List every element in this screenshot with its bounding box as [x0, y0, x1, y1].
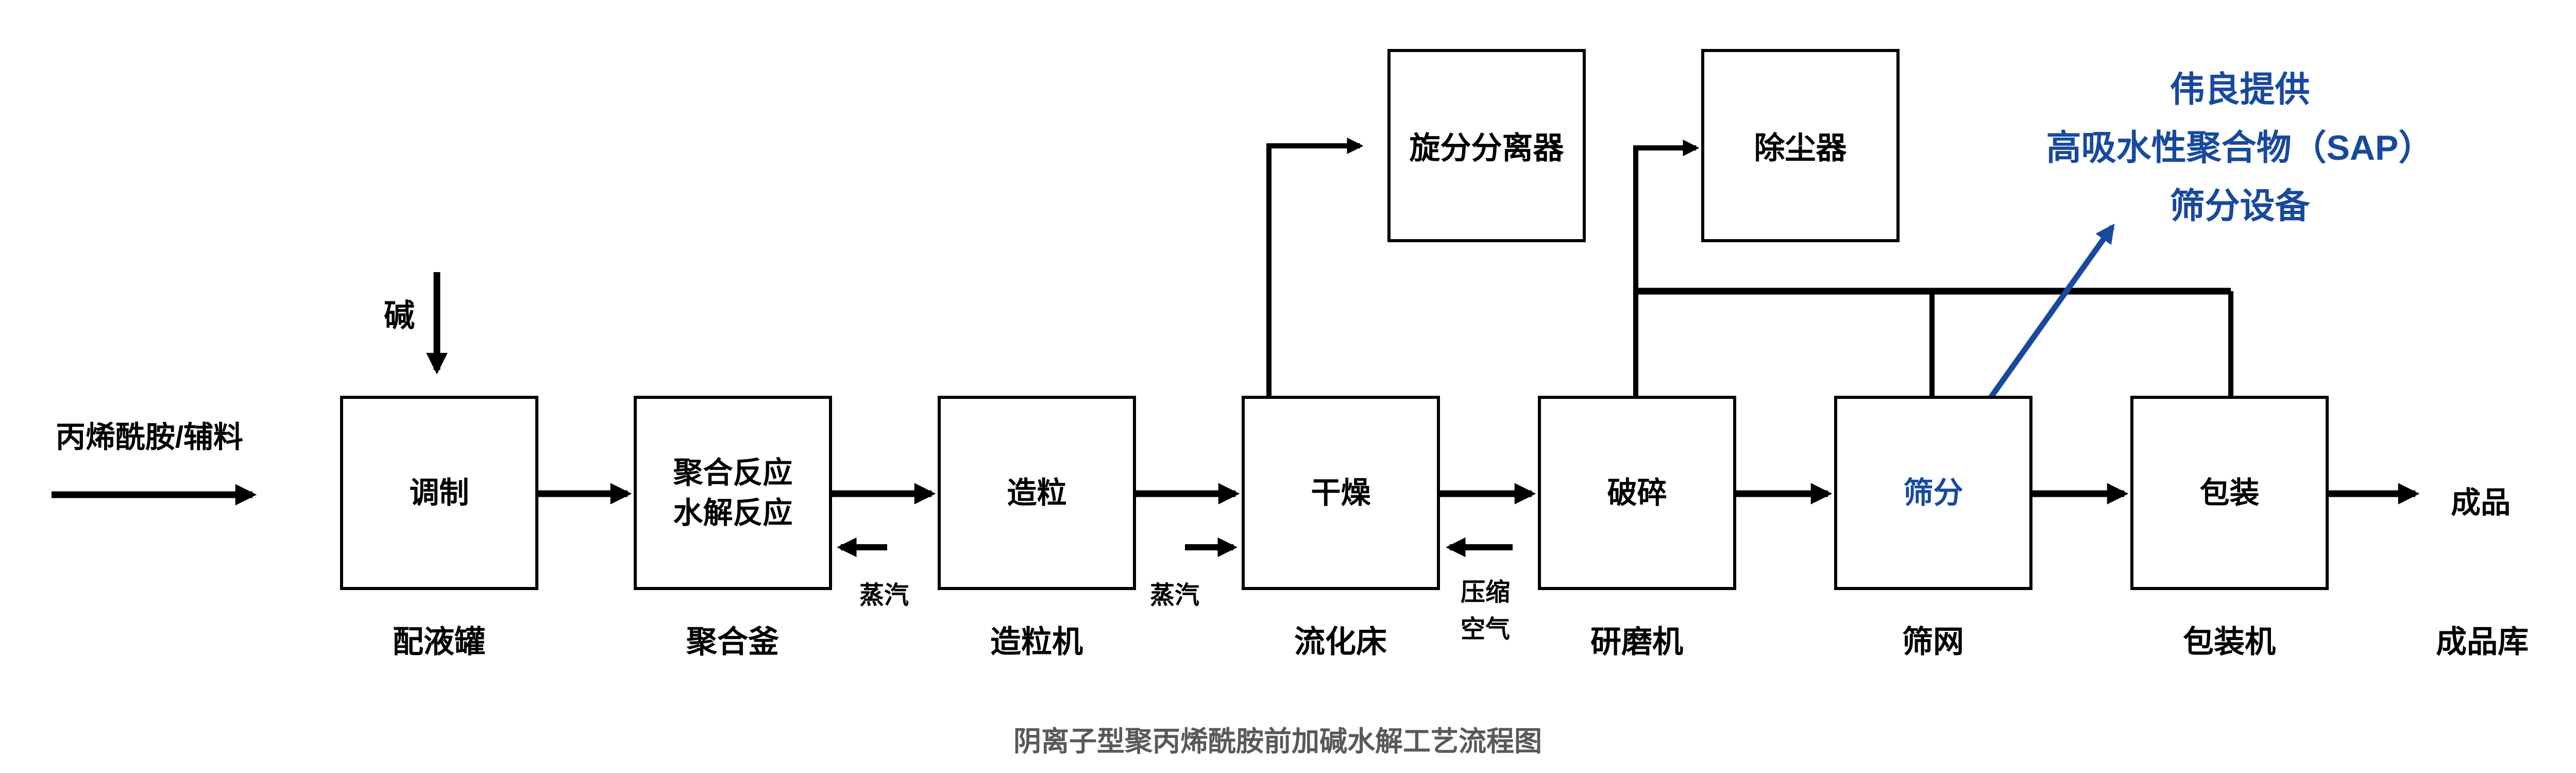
- process-box-posui: 破碎: [1538, 396, 1736, 590]
- process-step-label-line1: 聚合反应: [673, 456, 793, 490]
- process-box-zaoli: 造粒: [938, 396, 1136, 590]
- aux-box-label: 旋分分离器: [1409, 131, 1564, 165]
- supplier-annotation-line1: 伟良提供: [2170, 70, 2310, 109]
- label-steam-right: 蒸汽: [1149, 582, 1199, 609]
- process-box-juhe: 聚合反应 水解反应: [634, 396, 832, 590]
- process-box-baozhuang: 包装: [2130, 396, 2329, 590]
- equipment-label-yanmoji: 研磨机: [1590, 624, 1683, 659]
- label-compressed-air-line1: 压缩: [1460, 579, 1510, 606]
- process-box-shaifen: 筛分: [1834, 396, 2032, 590]
- aux-box-cyclone-separator: 旋分分离器: [1387, 49, 1586, 242]
- process-step-label: 破碎: [1607, 476, 1667, 510]
- equipment-label-liuhuachuang: 流化床: [1294, 624, 1387, 659]
- line-posui-dust-collector: [1633, 139, 1700, 396]
- equipment-label-baozhuangji: 包装机: [2183, 624, 2276, 659]
- process-step-label: 调制: [409, 476, 469, 510]
- label-alkali: 碱: [384, 298, 415, 333]
- process-step-label: 干燥: [1311, 476, 1371, 510]
- aux-box-label: 除尘器: [1754, 131, 1847, 165]
- label-finished-product-warehouse: 成品库: [2436, 624, 2529, 659]
- label-feed-acrylamide: 丙烯酰胺/辅料: [55, 421, 244, 454]
- line-ganzao-cyclone: [1266, 137, 1364, 396]
- label-compressed-air-line2: 空气: [1460, 616, 1510, 643]
- equipment-label-juhefu: 聚合釜: [686, 624, 779, 659]
- equipment-label-peiyeguan: 配液罐: [393, 624, 485, 659]
- supplier-annotation-line3: 筛分设备: [2170, 187, 2310, 226]
- supplier-annotation: 伟良提供 高吸水性聚合物（SAP） 筛分设备: [2004, 61, 2476, 236]
- equipment-label-shaiwang: 筛网: [1902, 624, 1964, 659]
- process-step-label: 造粒: [1007, 476, 1067, 510]
- supplier-annotation-line2: 高吸水性聚合物（SAP）: [2046, 128, 2434, 167]
- aux-box-dust-collector: 除尘器: [1701, 49, 1900, 242]
- process-step-label-line2: 水解反应: [673, 496, 793, 530]
- label-steam-left: 蒸汽: [859, 582, 909, 609]
- process-step-label: 包装: [2199, 476, 2260, 510]
- process-step-label-highlighted: 筛分: [1903, 476, 1963, 510]
- process-box-ganzao: 干燥: [1242, 396, 1440, 590]
- equipment-label-zaoliji: 造粒机: [990, 624, 1083, 659]
- diagram-title: 阴离子型聚丙烯酰胺前加碱水解工艺流程图: [1013, 726, 1542, 757]
- label-compressed-air: 压缩 空气: [1434, 574, 1537, 648]
- label-finished-product: 成品: [2450, 486, 2511, 519]
- process-box-tiaozhi: 调制: [340, 396, 538, 590]
